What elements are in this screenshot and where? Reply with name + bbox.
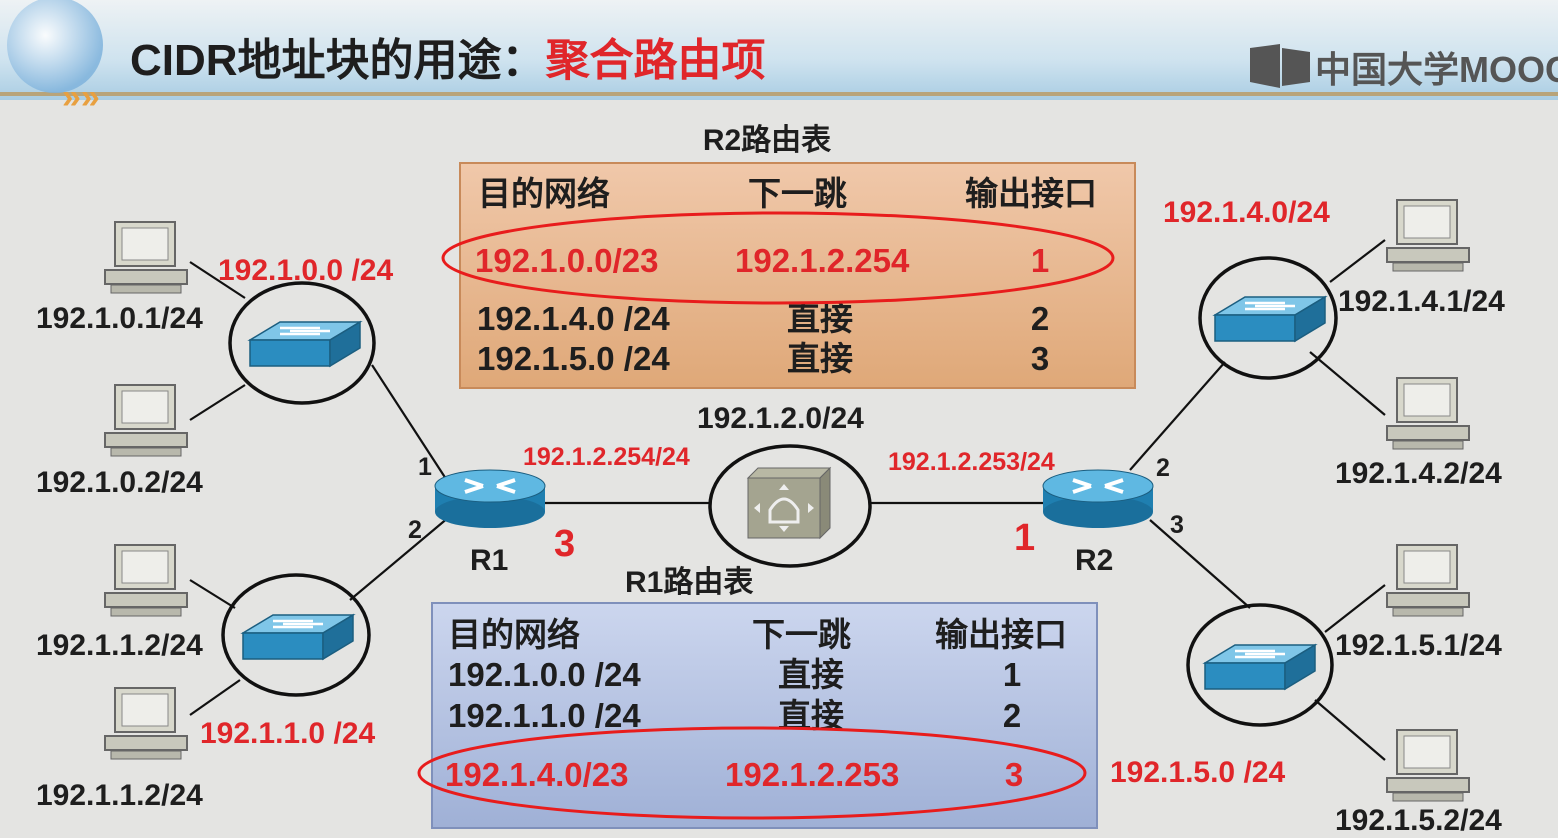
highlight-ellipse bbox=[441, 211, 1115, 305]
route-dest: 192.1.4.0/23 bbox=[445, 756, 629, 793]
switch-icon bbox=[1203, 643, 1317, 691]
router-r2-icon bbox=[1041, 468, 1155, 530]
pc-icon bbox=[1386, 199, 1470, 272]
r2-port-1: 1 bbox=[1014, 517, 1035, 559]
r1-port-3: 3 bbox=[554, 523, 575, 565]
pc-icon bbox=[104, 544, 188, 617]
host-label: 192.1.5.1/24 bbox=[1335, 629, 1502, 662]
net-label: 192.1.5.0 /24 bbox=[1110, 756, 1285, 789]
header-dest: 目的网络 bbox=[448, 616, 580, 653]
globe-icon bbox=[7, 0, 103, 93]
r2-label: R2 bbox=[1075, 544, 1113, 577]
route-next-hop: 192.1.2.254 bbox=[735, 242, 910, 279]
r2-routing-table: 目的网络 下一跳 输出接口 192.1.0.0/23 192.1.2.254 1… bbox=[441, 162, 1136, 389]
header-interface: 输出接口 bbox=[965, 175, 1097, 212]
r1-routing-table: 目的网络 下一跳 输出接口 192.1.0.0 /24 直接 1 192.1.1… bbox=[417, 602, 1098, 829]
switch-icon bbox=[1213, 295, 1327, 343]
core-ring bbox=[708, 444, 872, 568]
links bbox=[189, 239, 1386, 761]
mooc-logo: 中国大学MOOC bbox=[1250, 44, 1558, 90]
net-label: 192.1.0.0 /24 bbox=[218, 254, 393, 287]
header-next-hop: 下一跳 bbox=[748, 175, 847, 212]
route-dest: 192.1.4.0 /24 bbox=[477, 300, 670, 337]
route-interface: 3 bbox=[1005, 756, 1023, 793]
r1-label: R1 bbox=[470, 544, 508, 577]
route-dest: 192.1.1.0 /24 bbox=[448, 697, 641, 734]
page-title: CIDR地址块的用途：聚合路由项 bbox=[130, 36, 766, 85]
net-label: 192.1.1.0 /24 bbox=[200, 717, 375, 750]
route-next-hop: 直接 bbox=[778, 656, 844, 693]
wan-switch-icon bbox=[746, 466, 832, 540]
route-dest: 192.1.0.0 /24 bbox=[448, 656, 641, 693]
r1-core-ip: 192.1.2.254/24 bbox=[523, 443, 690, 471]
pc-icon bbox=[1386, 377, 1470, 450]
lan-ring-192-1-5 bbox=[1186, 603, 1334, 727]
r1-port-1: 1 bbox=[418, 453, 432, 481]
pc-icon bbox=[1386, 729, 1470, 802]
route-interface: 3 bbox=[1031, 340, 1049, 377]
route-interface: 2 bbox=[1031, 300, 1049, 337]
router-r1-icon bbox=[433, 468, 547, 530]
title-divider bbox=[0, 92, 1558, 96]
host-label: 192.1.5.2/24 bbox=[1335, 804, 1502, 837]
switch-icon bbox=[248, 320, 362, 368]
r2-table-title: R2路由表 bbox=[703, 124, 831, 157]
switch-icon bbox=[241, 613, 355, 661]
lan-ring-192-1-1 bbox=[221, 573, 371, 697]
r1-port-2: 2 bbox=[408, 516, 422, 544]
highlight-ellipse bbox=[417, 726, 1087, 820]
header-interface: 输出接口 bbox=[935, 616, 1067, 653]
r1-table-title: R1路由表 bbox=[625, 566, 753, 599]
chevrons-icon: »» bbox=[62, 78, 100, 116]
svg-text:中国大学MOOC: 中国大学MOOC bbox=[1315, 49, 1558, 90]
core-network-label: 192.1.2.0/24 bbox=[697, 402, 864, 435]
host-label: 192.1.0.1/24 bbox=[36, 302, 203, 335]
route-next-hop: 直接 bbox=[787, 340, 853, 377]
route-next-hop: 直接 bbox=[787, 300, 853, 337]
pc-icon bbox=[104, 221, 188, 294]
host-label: 192.1.1.2/24 bbox=[36, 629, 203, 662]
net-label: 192.1.4.0/24 bbox=[1163, 196, 1330, 229]
route-interface: 1 bbox=[1003, 656, 1021, 693]
pc-icon bbox=[104, 384, 188, 457]
lan-ring-192-1-0 bbox=[228, 281, 376, 405]
host-label: 192.1.1.2/24 bbox=[36, 779, 203, 812]
route-interface: 2 bbox=[1003, 697, 1021, 734]
host-label: 192.1.4.1/24 bbox=[1338, 285, 1505, 318]
host-label: 192.1.0.2/24 bbox=[36, 466, 203, 499]
route-next-hop: 192.1.2.253 bbox=[725, 756, 899, 793]
pc-icon bbox=[104, 687, 188, 760]
host-label: 192.1.4.2/24 bbox=[1335, 457, 1502, 490]
route-dest: 192.1.5.0 /24 bbox=[477, 340, 670, 377]
route-interface: 1 bbox=[1031, 242, 1049, 279]
lan-ring-192-1-4 bbox=[1198, 256, 1338, 380]
pc-icon bbox=[1386, 544, 1470, 617]
r2-core-ip: 192.1.2.253/24 bbox=[888, 448, 1055, 476]
r2-port-2: 2 bbox=[1156, 454, 1170, 482]
header-dest: 目的网络 bbox=[478, 175, 610, 212]
r2-port-3: 3 bbox=[1170, 511, 1184, 539]
route-dest: 192.1.0.0/23 bbox=[475, 242, 659, 279]
header-next-hop: 下一跳 bbox=[752, 616, 851, 653]
